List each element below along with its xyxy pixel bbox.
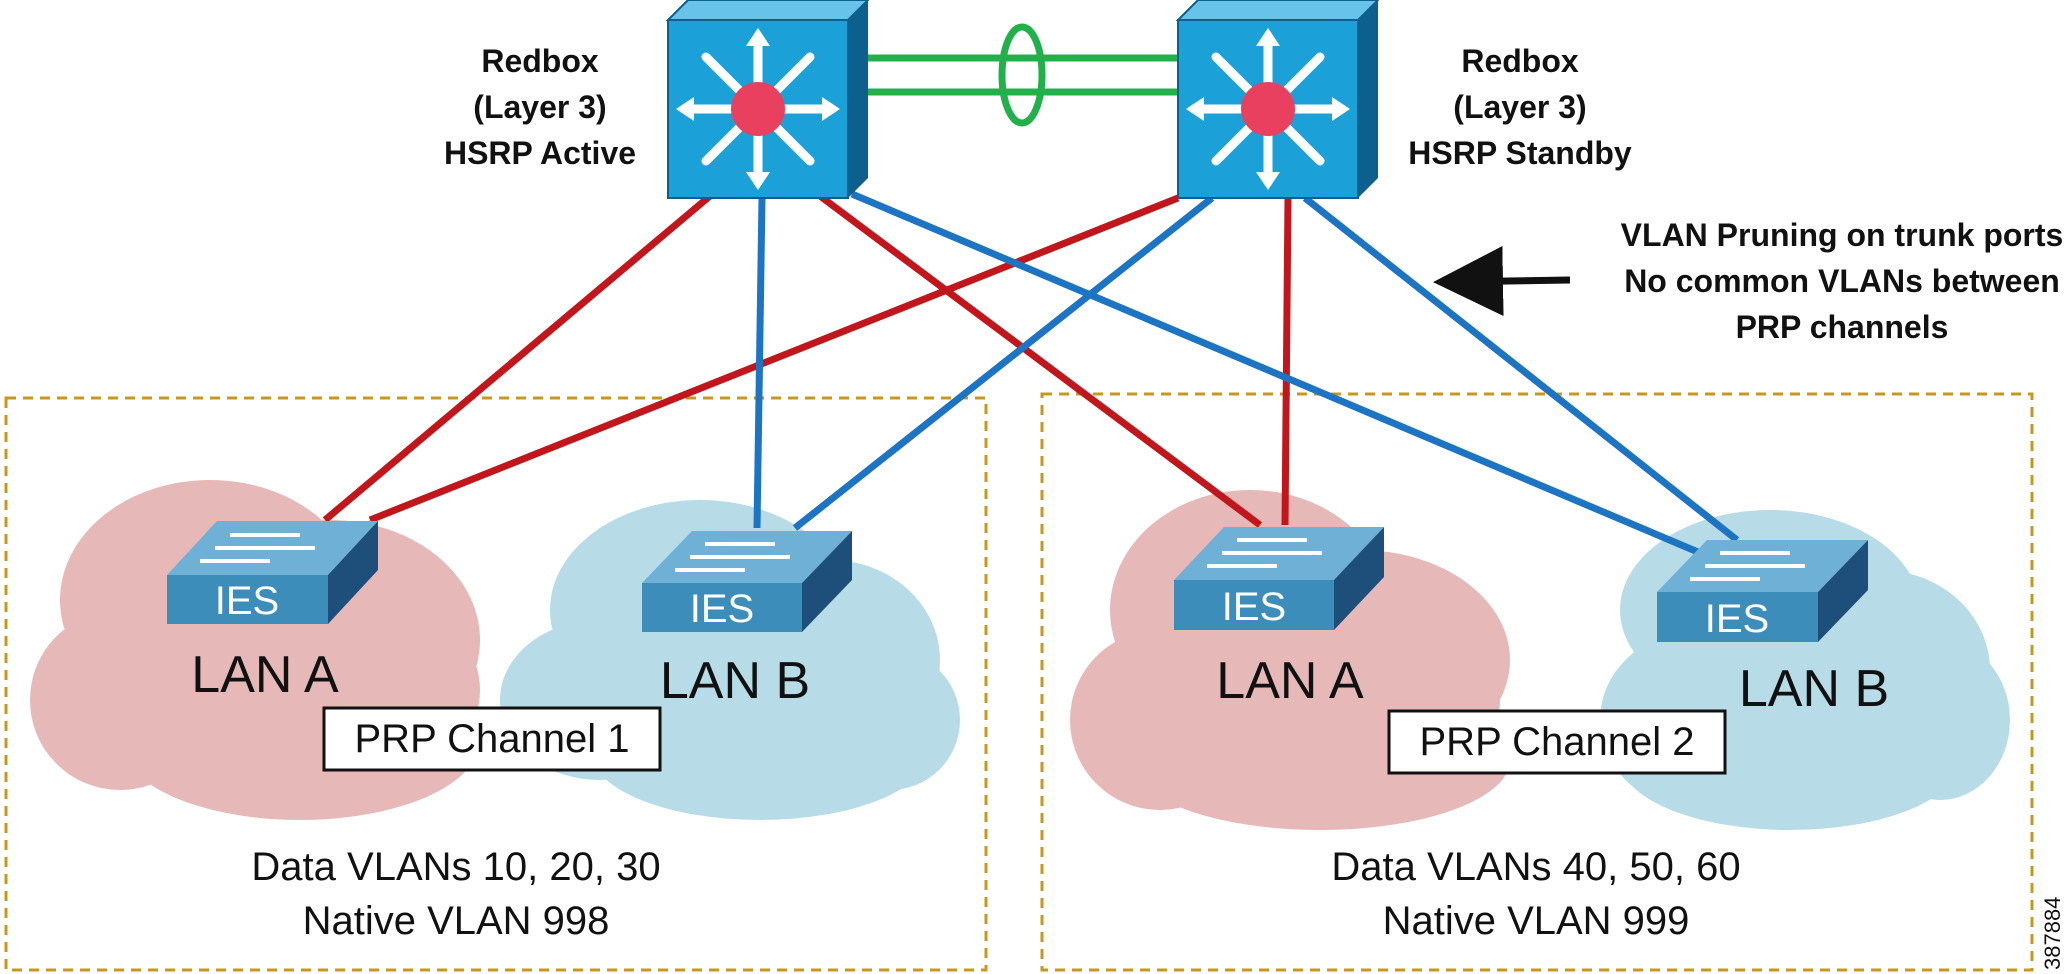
channel-2-data-vlans: Data VLANs 40, 50, 60 [1331, 845, 1740, 889]
lan-b-links [753, 190, 1740, 559]
lan-a-links [322, 193, 1292, 528]
redbox-active-title: Redbox [481, 43, 599, 79]
switch-label: IES [1222, 585, 1286, 629]
annotation-line-2: No common VLANs between [1624, 263, 2060, 299]
switch-arrows-icon [200, 533, 315, 563]
switch-arrows-icon [1690, 551, 1805, 581]
lan-a-label: LAN A [191, 646, 339, 704]
prp-channel-2-box [1387, 709, 1727, 775]
redbox-standby-layer: (Layer 3) [1453, 89, 1586, 125]
prp-channel-1-box [322, 706, 662, 772]
channel-2-native-vlan: Native VLAN 999 [1383, 899, 1690, 943]
lan-b-label: LAN B [660, 652, 810, 710]
ies-switch-channel1-lan-a: IES [167, 521, 378, 624]
redbox-active-layer: (Layer 3) [473, 89, 606, 125]
switch-label: IES [215, 579, 279, 623]
ies-switch-channel2-lan-b: IES [1657, 540, 1868, 642]
redbox-standby-role: HSRP Standby [1408, 135, 1632, 171]
lan-b-label: LAN B [1739, 660, 1889, 718]
channel-1-native-vlan: Native VLAN 998 [303, 899, 610, 943]
prp-channel-2-label: PRP Channel 2 [1420, 720, 1695, 764]
channel-1-boundary [4, 396, 988, 972]
switch-arrows-icon [1207, 538, 1322, 568]
prp-channel-1-label: PRP Channel 1 [355, 717, 630, 761]
redbox-standby-router [1175, 0, 1380, 199]
redbox-interlink [865, 23, 1178, 127]
switch-arrows-icon [675, 542, 790, 572]
channel-1-data-vlans: Data VLANs 10, 20, 30 [251, 845, 660, 889]
ies-switch-channel1-lan-b: IES [642, 531, 852, 632]
lan-a-label: LAN A [1216, 652, 1364, 710]
annotation-arrow [1433, 246, 1571, 317]
redbox-active-router [665, 0, 870, 199]
redbox-standby-title: Redbox [1461, 43, 1579, 79]
switch-label: IES [690, 587, 754, 631]
ies-switch-channel2-lan-a: IES [1174, 527, 1384, 630]
annotation-line-3: PRP channels [1736, 309, 1949, 345]
channel-2-boundary [1040, 392, 2034, 972]
figure-id: 387884 [2040, 897, 2065, 970]
redbox-active-role: HSRP Active [444, 135, 636, 171]
annotation-line-1: VLAN Pruning on trunk ports [1621, 217, 2064, 253]
switch-label: IES [1705, 597, 1769, 641]
